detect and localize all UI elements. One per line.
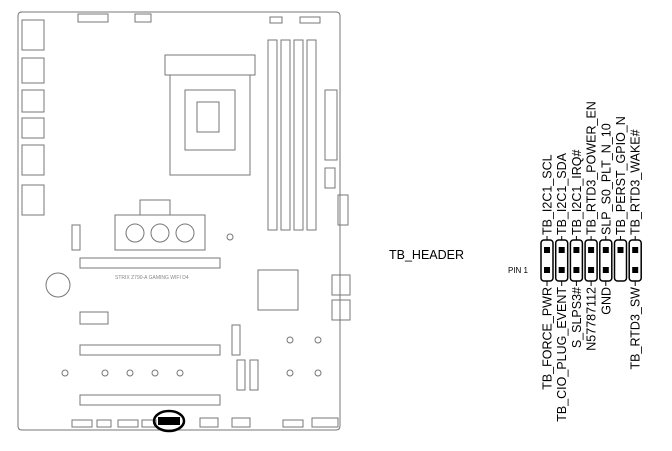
highlight-circle bbox=[152, 409, 186, 433]
pin-label-top: TB_RTD3_WAKE# bbox=[629, 129, 643, 235]
pin-label-bottom: N57787112 bbox=[585, 287, 599, 351]
pin-label-bottom: TB_CIO_PLUG_EVENT bbox=[555, 287, 569, 422]
pin-label-top: TB_I2C1_SCL bbox=[541, 154, 555, 235]
pin-column bbox=[613, 239, 628, 282]
pin-column bbox=[628, 239, 642, 282]
pin-label-top: TB_RTD3_POWER_EN bbox=[585, 101, 599, 235]
tb-header-pins: TB_I2C1_SCL TB_FORCE_PWR TB_I2C1_SDA TB_CIO… bbox=[540, 101, 643, 422]
pin-column bbox=[599, 239, 613, 282]
pin-bottom bbox=[632, 267, 639, 273]
pin-label-top: TB_I2C1_IRQ# bbox=[570, 149, 584, 235]
pin-top bbox=[558, 247, 565, 253]
pin-label-top: TB_I2C1_SDA bbox=[555, 152, 569, 235]
board-silkscreen: STRIX Z790-A GAMING WIFI D4 bbox=[115, 275, 189, 281]
motherboard-outline bbox=[17, 11, 351, 431]
pin-top bbox=[573, 247, 580, 253]
pin-label-top: TB_PERST_GPIO_N bbox=[614, 116, 628, 235]
pin-bottom bbox=[558, 267, 565, 273]
pin-top bbox=[617, 247, 624, 253]
pin-column bbox=[584, 239, 598, 282]
pin-bottom bbox=[602, 267, 609, 273]
pin-label-bottom: S_SLPS3# bbox=[570, 287, 584, 348]
pin-label-bottom: TB_FORCE_PWR bbox=[541, 287, 555, 390]
pin-column bbox=[540, 239, 554, 282]
header-title: TB_HEADER bbox=[389, 248, 464, 262]
pin-bottom bbox=[588, 267, 595, 273]
pin-bottom bbox=[573, 267, 580, 273]
pin-top bbox=[632, 247, 639, 253]
pin-column bbox=[554, 239, 569, 282]
pin-top bbox=[602, 247, 609, 253]
pin-top bbox=[588, 247, 595, 253]
pin-label-top: SLP_S0_PLT_N_10 bbox=[599, 123, 613, 235]
pin1-label: PIN 1 bbox=[508, 266, 529, 275]
pin-top bbox=[544, 247, 550, 253]
pin-column bbox=[569, 239, 584, 282]
tb-header-location bbox=[158, 417, 180, 425]
pin-label-bottom: TB_RTD3_SW bbox=[629, 287, 643, 370]
pin-label-bottom: GND bbox=[599, 287, 613, 315]
pin-bottom bbox=[544, 267, 550, 273]
